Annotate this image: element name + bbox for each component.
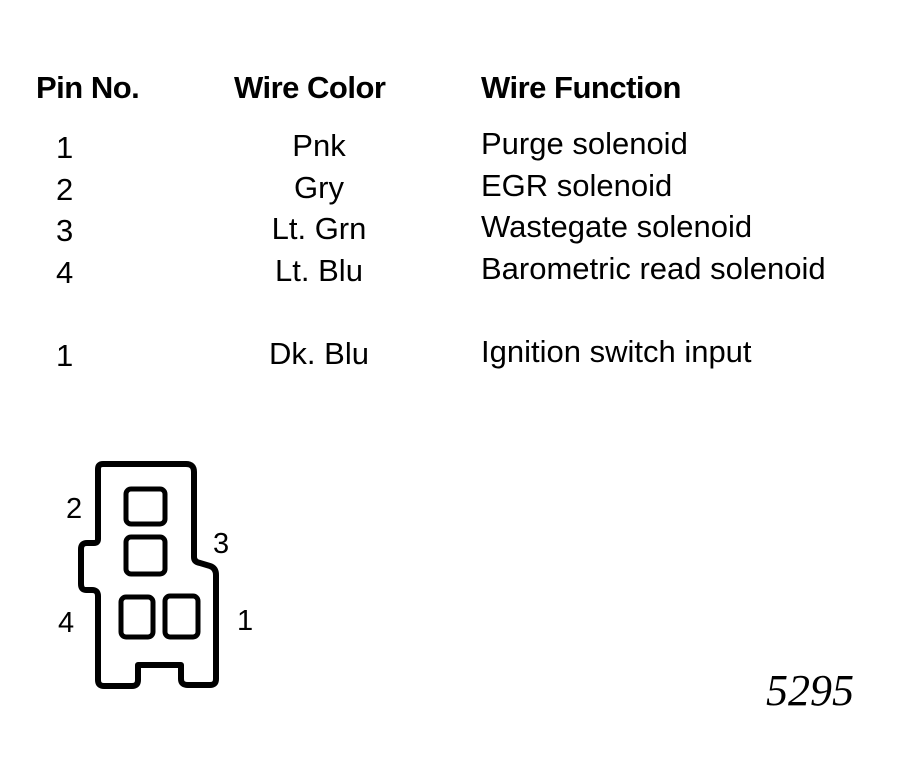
row-2-pin: 2 xyxy=(56,172,74,207)
row-4-pin: 4 xyxy=(56,255,74,290)
row-1-function: Purge solenoid xyxy=(481,126,688,161)
pin-cavity-3 xyxy=(123,534,168,577)
pin-label-1: 1 xyxy=(237,605,253,637)
row-3-function: Wastegate solenoid xyxy=(481,209,753,244)
header-wire-color: Wire Color xyxy=(234,70,386,105)
row-5-color: Dk. Blu xyxy=(269,336,369,371)
row-5-function: Ignition switch input xyxy=(481,334,752,369)
pin-label-4: 4 xyxy=(58,607,74,639)
row-5-pin: 1 xyxy=(56,338,74,373)
pin-cavity-2 xyxy=(123,486,168,527)
row-3-color: Lt. Grn xyxy=(271,211,367,246)
row-4-color: Lt. Blu xyxy=(275,253,363,288)
pin-cavity-4 xyxy=(118,594,156,640)
row-1-color: Pnk xyxy=(292,128,346,163)
connector-housing xyxy=(78,461,219,689)
row-4-function: Barometric read solenoid xyxy=(481,251,826,286)
pin-label-3: 3 xyxy=(213,528,229,560)
pin-label-2: 2 xyxy=(66,493,82,525)
pin-cavity-1 xyxy=(162,593,201,640)
row-3-pin: 3 xyxy=(56,213,74,248)
figure-number: 5295 xyxy=(766,666,854,715)
header-pin-no: Pin No. xyxy=(36,70,140,105)
connector-diagram: 2 3 4 1 xyxy=(58,461,253,689)
row-2-color: Gry xyxy=(294,170,344,205)
row-1-pin: 1 xyxy=(56,130,74,165)
row-2-function: EGR solenoid xyxy=(481,168,673,203)
header-wire-function: Wire Function xyxy=(481,70,681,105)
